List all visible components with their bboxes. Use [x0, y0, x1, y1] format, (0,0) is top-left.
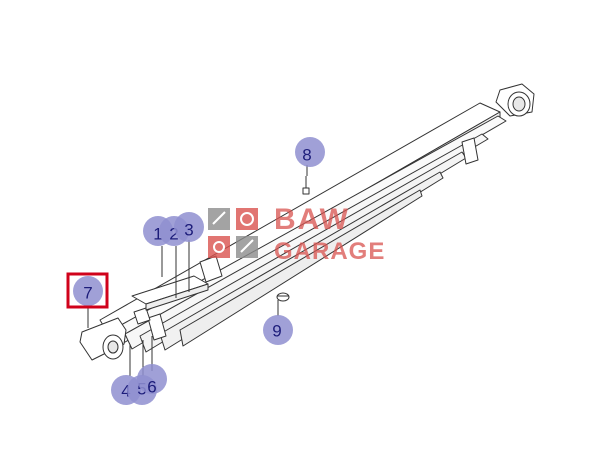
svg-text:6: 6 — [147, 378, 156, 397]
svg-text:7: 7 — [83, 284, 92, 303]
center-bolt — [302, 176, 310, 195]
svg-text:9: 9 — [272, 322, 281, 341]
callout-3[interactable]: 3 — [174, 212, 204, 242]
bottom-nut — [276, 292, 290, 302]
watermark: BAW GARAGE — [208, 203, 385, 265]
svg-text:1: 1 — [153, 225, 162, 244]
watermark-logo-icon — [208, 208, 258, 258]
rear-eye — [495, 83, 535, 117]
callout-7[interactable]: 7 — [66, 272, 109, 309]
leaf-spring-drawing — [79, 83, 535, 361]
callout-9[interactable]: 9 — [263, 315, 293, 345]
watermark-line1: BAW — [274, 203, 350, 236]
svg-text:3: 3 — [184, 221, 193, 240]
svg-text:8: 8 — [302, 146, 311, 165]
leaf-6 — [179, 189, 423, 347]
svg-text:2: 2 — [169, 225, 178, 244]
rebound-clip-front — [133, 307, 167, 341]
rebound-clip-rear — [461, 137, 479, 165]
front-eye — [79, 317, 127, 361]
callout-6[interactable]: 6 — [137, 364, 167, 397]
svg-text:4: 4 — [121, 382, 130, 401]
callout-8[interactable]: 8 — [295, 137, 325, 167]
watermark-line2: GARAGE — [274, 238, 385, 265]
selected-callout-highlight — [66, 272, 109, 309]
